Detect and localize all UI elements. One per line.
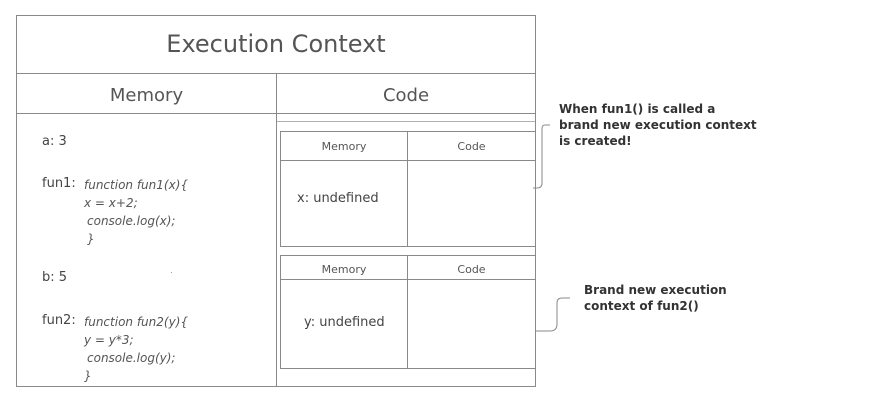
stray-dot [171,272,172,273]
code-subdivider [277,121,535,122]
fun2-context-header-divider [281,279,535,280]
memory-entry-a: a: 3 [42,134,67,149]
memory-entry-fun2-label: fun2: [42,313,76,328]
fun2-context-column-divider [407,256,408,368]
fun1-annotation-bracket [533,124,550,189]
fun2-code-line: y = y*3; [84,333,134,347]
fun2-annotation-bracket [536,297,570,332]
fun2-context-code-header: Code [457,263,486,276]
fun1-context-memory-value: x: undefined [297,191,379,206]
fun1-code-line: } [87,232,95,246]
fun1-context-code-header: Code [457,140,486,153]
page-title: Execution Context [166,30,386,58]
fun2-code-line: } [84,369,92,383]
fun1-context-memory-header: Memory [321,140,367,153]
fun1-code-line: function fun1(x){ [84,178,189,192]
fun2-annotation: Brand new execution context of fun2() [584,283,727,313]
fun2-code-line: function fun2(y){ [84,315,189,329]
memory-entry-b: b: 5 [42,270,68,285]
fun2-context-memory-value: y: undefined [304,315,385,330]
fun1-context-column-divider [407,132,408,246]
fun1-context-header-divider [281,160,535,161]
code-header: Code [382,85,430,106]
fun1-code-line: x = x+2; [84,196,138,210]
column-divider [276,73,277,386]
memory-entry-fun1-label: fun1: [42,176,76,191]
memory-header: Memory [109,85,184,106]
fun2-execution-context [280,255,536,369]
fun1-code-line: console.log(x); [87,214,176,228]
fun1-annotation: When fun1() is called a brand new execut… [559,102,757,148]
fun2-context-memory-header: Memory [321,263,367,276]
fun2-code-line: console.log(y); [87,351,176,365]
fun1-execution-context [280,131,536,247]
outer-box [16,15,536,387]
